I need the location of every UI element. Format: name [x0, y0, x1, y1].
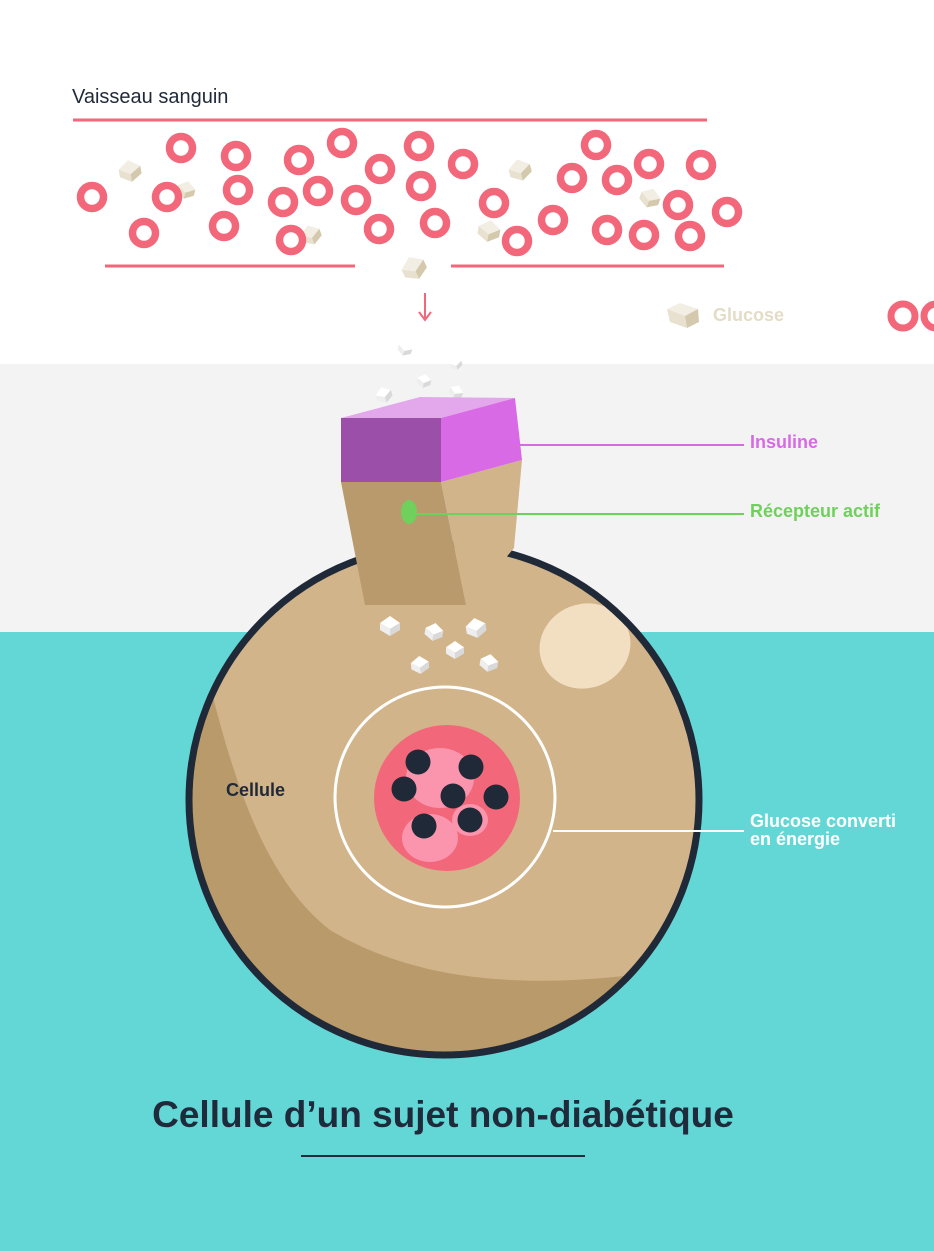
nucleus [374, 725, 520, 871]
glucose-cube [416, 374, 432, 388]
cell-label: Cellule [226, 780, 286, 800]
glucose-cube [477, 220, 501, 242]
title-underline [301, 1155, 585, 1157]
energy-label-line-1: Glucose converti [750, 811, 897, 831]
red-blood-cell [364, 153, 396, 185]
red-blood-cell [275, 224, 307, 256]
energy-particle [411, 813, 437, 839]
insulin-top [341, 397, 515, 418]
glucose-cube [424, 623, 444, 641]
insulin-front [341, 418, 441, 482]
red-blood-cell [537, 204, 569, 236]
energy-label: Glucose converti en énergie [750, 812, 896, 848]
red-blood-cell [403, 130, 435, 162]
down-arrow-icon [418, 293, 432, 322]
glucose-cube [118, 160, 142, 182]
energy-ring [333, 685, 557, 909]
red-blood-cell [501, 225, 533, 257]
red-blood-cell [302, 175, 334, 207]
falling-glucose-group [375, 342, 464, 403]
red-blood-cell [76, 181, 108, 213]
energy-particle [405, 749, 431, 775]
red-blood-cell [662, 189, 694, 221]
glucose-cube [639, 188, 661, 208]
glucose-cube [397, 342, 413, 356]
red-blood-cell [128, 217, 160, 249]
red-blood-cell [556, 162, 588, 194]
glucose-cube [446, 641, 464, 659]
glucose-cube [410, 656, 430, 674]
energy-particle [391, 776, 417, 802]
glucose-cube [380, 616, 400, 636]
glucose-cube [479, 654, 499, 672]
red-blood-cell [674, 220, 706, 252]
active-receptor-label: Récepteur actif [750, 501, 881, 521]
red-blood-cell [628, 219, 660, 251]
vessel-glucose-group [118, 159, 661, 279]
glucose-cube [508, 159, 532, 181]
red-blood-cell [601, 164, 633, 196]
energy-particle [440, 783, 466, 809]
glucose-cube [465, 618, 487, 638]
red-blood-cell [580, 129, 612, 161]
insulin-side [441, 398, 522, 482]
red-blood-cell [685, 149, 717, 181]
blood-vessel-label: Vaisseau sanguin [72, 86, 229, 108]
red-blood-cell [283, 144, 315, 176]
red-blood-cell [405, 170, 437, 202]
glucose-cube [448, 385, 464, 399]
legend-red-blood-cell-icon [887, 300, 934, 332]
red-blood-cells [76, 127, 743, 257]
legend-glucose-icon [667, 303, 699, 328]
red-blood-cell [267, 186, 299, 218]
red-blood-cell [165, 132, 197, 164]
red-blood-cell [222, 174, 254, 206]
red-blood-cell [711, 196, 743, 228]
energy-particles [391, 749, 509, 839]
glucose-cube [375, 387, 393, 403]
red-blood-cell [633, 148, 665, 180]
cell-glucose-group [380, 616, 499, 674]
blood-vessel-zone [0, 0, 934, 364]
red-blood-cell [326, 127, 358, 159]
red-blood-cell [363, 213, 395, 245]
insulin-label: Insuline [750, 432, 819, 452]
red-blood-cell [340, 184, 372, 216]
red-blood-cell [591, 214, 623, 246]
energy-particle [458, 754, 484, 780]
glucose-cube [401, 257, 427, 279]
red-blood-cell [447, 148, 479, 180]
red-blood-cell [151, 181, 183, 213]
receptor-dot [401, 500, 417, 524]
vessel-walls [73, 118, 724, 268]
energy-particle [457, 807, 483, 833]
legend-glucose-label: Glucose [713, 305, 785, 325]
receptor [341, 460, 522, 605]
page-title: Cellule d’un sujet non-diabétique [152, 1094, 734, 1135]
red-blood-cell [208, 210, 240, 242]
energy-particle [483, 784, 509, 810]
insulin-block [341, 397, 522, 482]
glucose-cube [449, 358, 463, 370]
red-blood-cell [220, 140, 252, 172]
red-blood-cell [478, 187, 510, 219]
cell-highlight [539, 603, 631, 689]
energy-label-line-2: en énergie [750, 829, 841, 849]
red-blood-cell [419, 207, 451, 239]
